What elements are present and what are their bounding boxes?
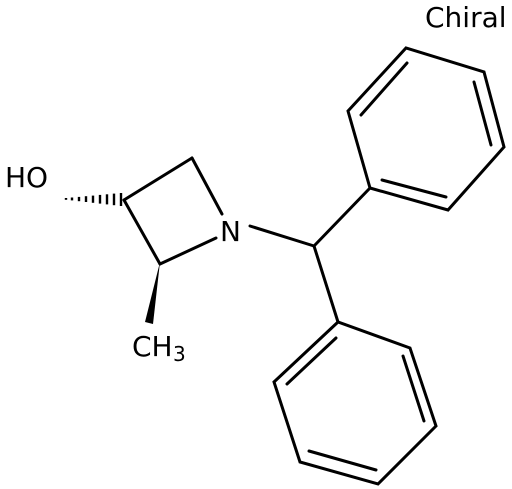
phenyl-ring-lower (272, 320, 438, 486)
solid-wedge-bond (145, 262, 160, 324)
phenyl-ring-upper (346, 46, 506, 212)
bond-n-c4 (158, 236, 218, 266)
methyl-label-subscript: 3 (173, 342, 186, 366)
nitrogen-label: N (220, 215, 241, 248)
bond-ch-phenyl-upper (312, 186, 372, 248)
chiral-label: Chiral (425, 1, 507, 34)
bond-c4-c3 (122, 198, 162, 266)
methyl-label-main: CH (132, 330, 173, 363)
bond-c2-n (190, 156, 224, 216)
methyl-label: CH 3 (132, 330, 186, 366)
bond-n-ch (248, 224, 316, 248)
bond-c3-c2 (122, 156, 194, 202)
hashed-wedge-bond (64, 193, 123, 206)
bond-ch-phenyl-lower (312, 244, 340, 324)
azetidine-ring (122, 156, 224, 266)
hydroxyl-label: HO (5, 161, 48, 194)
